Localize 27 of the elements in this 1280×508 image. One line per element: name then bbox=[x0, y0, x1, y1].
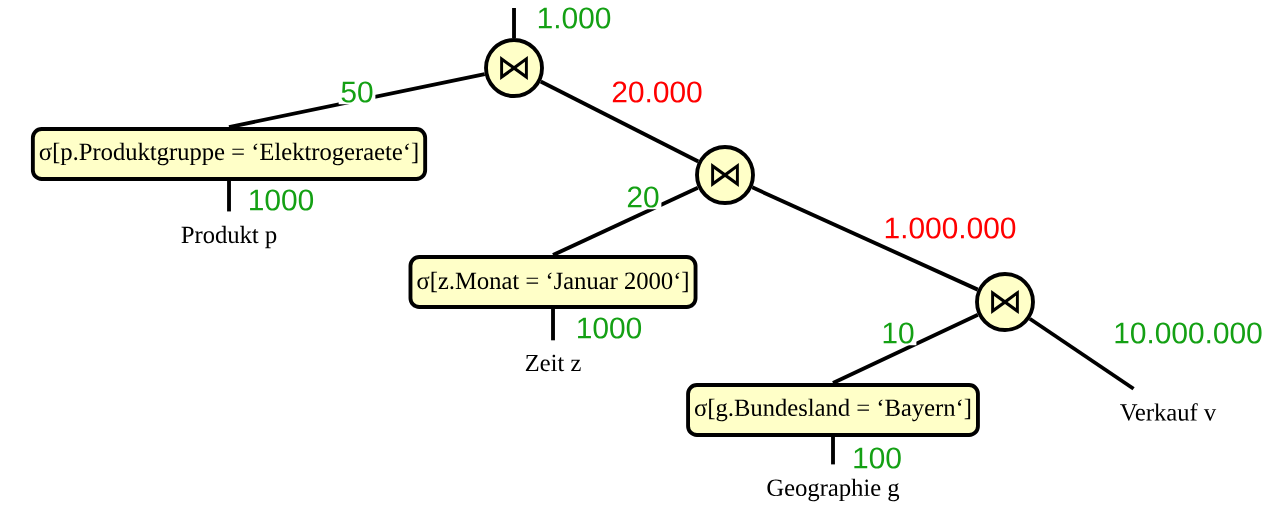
edge-line bbox=[552, 185, 699, 257]
edge-line bbox=[831, 436, 835, 465]
relation-label: Geographie g bbox=[767, 478, 900, 502]
cardinality-label: 50 bbox=[338, 79, 376, 105]
edge-line bbox=[751, 185, 979, 292]
edge-line bbox=[1028, 317, 1135, 391]
cardinality-label: 1.000 bbox=[534, 5, 614, 31]
edge-line bbox=[539, 79, 700, 164]
cardinality-label: 20.000 bbox=[609, 79, 705, 105]
edge-line bbox=[512, 8, 516, 39]
edge-line bbox=[228, 72, 486, 129]
cardinality-label: 10.000.000 bbox=[1111, 320, 1265, 346]
cardinality-label: 10 bbox=[879, 320, 917, 346]
cardinality-label: 1000 bbox=[246, 187, 316, 213]
selection-box: σ[z.Monat = ‘Januar 2000‘] bbox=[408, 255, 698, 309]
edge-line bbox=[227, 180, 231, 212]
cardinality-label: 1000 bbox=[574, 315, 644, 341]
selection-box: σ[p.Produktgruppe = ‘Elektrogeraete‘] bbox=[30, 127, 428, 181]
relation-label: Verkauf v bbox=[1120, 403, 1217, 421]
cardinality-label: 20 bbox=[624, 184, 662, 210]
selection-box: σ[g.Bundesland = ‘Bayern‘] bbox=[686, 383, 980, 437]
edge-line bbox=[551, 308, 555, 341]
cardinality-label: 1.000.000 bbox=[881, 215, 1019, 241]
edge-line bbox=[832, 313, 979, 385]
relation-label: Produkt p bbox=[181, 225, 277, 249]
relation-label: Zeit z bbox=[525, 354, 581, 372]
cardinality-label: 100 bbox=[850, 445, 904, 471]
